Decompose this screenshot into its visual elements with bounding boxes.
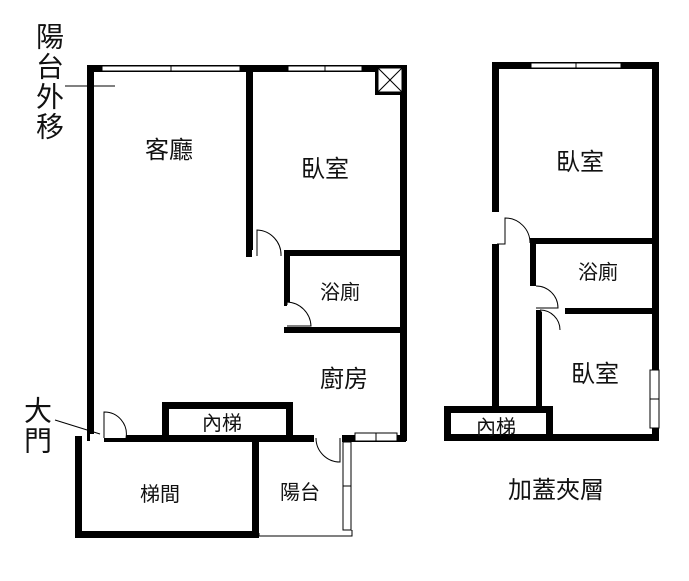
mezzanine-bathroom: 浴廁 [578, 260, 618, 284]
note-balcony-moved-out: 陽台外移 [32, 22, 65, 142]
main-floor-walls [75, 65, 407, 538]
mezzanine-bedroom-top: 臥室 [556, 148, 604, 176]
mezzanine-door-swings [492, 212, 561, 331]
room-inner-stair: 內梯 [202, 411, 242, 435]
main-floor-door-swings [54, 85, 342, 463]
room-stairwell: 梯間 [140, 482, 180, 506]
room-bedroom: 臥室 [301, 155, 349, 183]
mezzanine-windows [530, 62, 660, 429]
mezzanine-bedroom-bottom: 臥室 [571, 360, 619, 388]
mezzanine-inner-stair: 內梯 [476, 415, 516, 439]
mezzanine-walls [444, 62, 659, 441]
main-floor-windows [101, 65, 403, 537]
mezzanine-title: 加蓋夾層 [508, 476, 604, 504]
room-kitchen: 廚房 [320, 365, 368, 393]
room-balcony: 陽台 [280, 480, 320, 504]
note-main-door: 大門 [20, 396, 53, 456]
room-living-room: 客廳 [145, 136, 193, 164]
room-bathroom: 浴廁 [320, 280, 360, 304]
